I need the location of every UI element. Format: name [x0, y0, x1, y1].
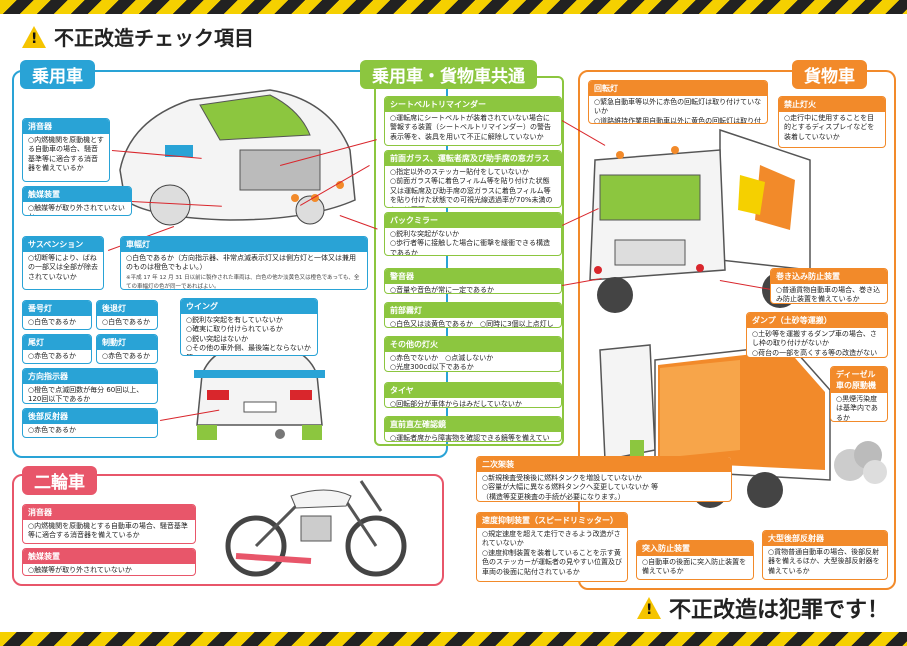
box-passenger-tail-lamp: 尾灯 ○赤色であるか: [22, 334, 92, 364]
box-passenger-headlamp: 車幅灯 ○白色であるか（方向指示器、非常点滅表示灯又は側方灯と一体又は兼用のもの…: [120, 236, 368, 290]
box-common-other-lamp: その他の灯火 ○赤色でないか ○点滅しないか ○光度300cd以下であるか: [384, 336, 562, 372]
box-common-seatbelt: シートベルトリマインダー ○運転席にシートベルトが装着されていない場合に警報する…: [384, 96, 562, 146]
section-title-common: 乗用車・貨物車共通: [360, 60, 537, 89]
box-passenger-suspension: サスペンション ○切断等により、ばねの一部又は全部が除去されていないか: [22, 236, 104, 290]
box-common-mirror-front: 直前直左確認鏡 ○運転者席から障害物を確認できる鏡等を備えているか: [384, 416, 562, 442]
box-moto-exhaust: 触媒装置 ○触媒等が取り外されていないか: [22, 548, 196, 576]
box-truck-speed: 速度抑制装置（スピードリミッター） ○規定速度を超えて走行できるよう改造がされて…: [476, 512, 628, 582]
sedan-rear-illustration: [194, 341, 325, 440]
top-hazard-stripe: [0, 0, 907, 14]
box-common-glass: 前面ガラス、運転者席及び助手席の窓ガラス ○指定以外のステッカー貼付をしていない…: [384, 150, 562, 208]
moto-region: [12, 474, 444, 586]
section-title-truck: 貨物車: [792, 60, 867, 89]
slogan: 不正改造は犯罪です！: [636, 592, 889, 624]
box-truck-rear-under: 突入防止装置 ○自動車の後面に突入防止装置を備えているか: [636, 540, 754, 580]
section-title-passenger: 乗用車: [20, 60, 95, 89]
box-moto-muffler: 消音器 ○内燃機関を原動機とする自動車の場合、騒音基準等に適合する消音器を備えて…: [22, 504, 196, 544]
sedan-front-illustration: [119, 89, 356, 226]
box-common-horn: 警音器 ○音量や音色が常に一定であるか: [384, 268, 562, 294]
bottom-hazard-stripe: [0, 632, 907, 646]
box-common-fog: 前部霧灯 ○白色又は淡黄色であるか ○同時に3個以上点灯しないか: [384, 302, 562, 328]
motorcycle-illustration: [225, 480, 407, 577]
box-passenger-number-lamp: 番号灯 ○白色であるか: [22, 300, 92, 330]
box-passenger-rear-reflector: 後部反射器 ○赤色であるか: [22, 408, 158, 438]
box-truck-big-reflector: 大型後部反射器 ○貨物普通自動車の場合、後部反射器を備えるほか、大型後部反射器を…: [762, 530, 888, 580]
box-truck-diesel: ディーゼル車の原動機 ○黒煙汚染度は基準内であるか: [830, 366, 888, 422]
box-passenger-exhaust: 触媒装置 ○触媒等が取り外されていないか: [22, 186, 132, 216]
warning-icon: [636, 597, 661, 619]
box-common-tire: タイヤ ○回転部分が車体からはみだしていないか: [384, 382, 562, 408]
box-truck-dump: ダンプ（土砂等運搬） ○土砂等を運搬するダンプ車の場合、さし枠の取り付けがないか…: [746, 312, 888, 358]
page-title: 不正改造チェック項目: [22, 22, 254, 51]
section-title-moto: 二輪車: [22, 466, 97, 495]
box-passenger-wing: ウイング ○鋭利な突起を有していないか ○確実に取り付けられているか ○鋭い突起…: [180, 298, 318, 356]
truck-region: [578, 70, 896, 590]
cab-truck-illustration: [589, 128, 811, 313]
box-common-mirror: バックミラー ○鋭利な突起がないか ○歩行者等に接触した場合に衝撃を緩衝できる構…: [384, 212, 562, 256]
box-truck-anti-roll: 巻き込み防止装置 ○普通貨物自動車の場合、巻き込み防止装置を備えているか: [770, 268, 888, 304]
box-passenger-brake-lamp: 制動灯 ○赤色であるか: [96, 334, 158, 364]
box-passenger-turn-signal: 方向指示器 ○橙色で点滅回数が毎分 60回以上、120回以下であるか: [22, 368, 158, 404]
box-truck-fuel: 二次架装 ○新規検査受検後に燃料タンクを増設していないか ○容量が大幅に異なる燃…: [476, 456, 732, 502]
box-truck-rotating: 回転灯 ○緊急自動車等以外に赤色の回転灯は取り付けていないか ○道路維持作業用自…: [588, 80, 768, 124]
box-passenger-muffler: 消音器 ○内燃機関を原動機とする自動車の場合、騒音基準等に適合する消音器を備えて…: [22, 118, 110, 182]
warning-icon: [22, 25, 46, 48]
box-truck-no-fire: 禁止灯火 ○走行中に使用することを目的とするディスプレイなどを装着していないか: [778, 96, 886, 148]
box-passenger-reverse-lamp: 後退灯 ○白色であるか: [96, 300, 158, 330]
passenger-region: [12, 70, 448, 458]
exhaust-smoke-illustration: [834, 441, 887, 484]
